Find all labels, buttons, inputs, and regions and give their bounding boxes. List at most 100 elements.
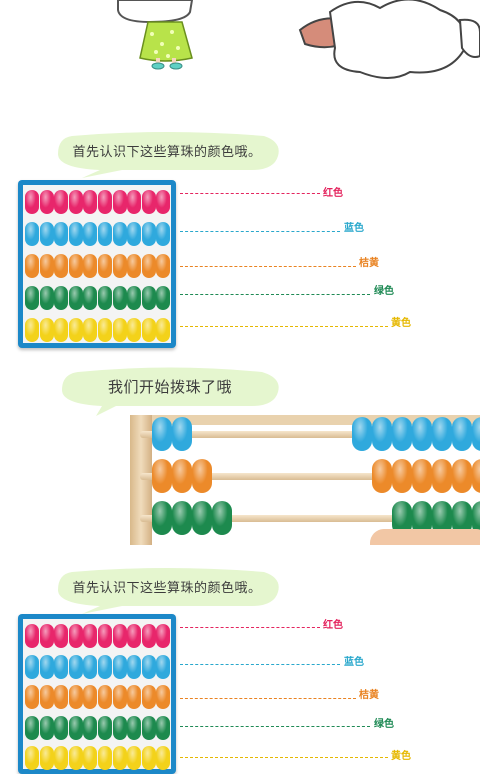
bead (127, 286, 142, 310)
bead-color-swatch (18, 180, 176, 348)
bead (98, 318, 112, 342)
bead (83, 190, 98, 214)
bead (25, 746, 39, 770)
guide-line-yellow (180, 326, 388, 327)
bead (39, 222, 54, 246)
abacus-bead (452, 417, 472, 451)
bead (25, 318, 39, 342)
bead (68, 715, 83, 740)
bead (68, 318, 83, 342)
bead (54, 190, 69, 214)
bead (156, 318, 171, 342)
bead (39, 715, 54, 740)
bead-row-green (23, 715, 171, 741)
bead-rows (23, 185, 171, 343)
bead (83, 286, 98, 310)
bead (25, 222, 39, 246)
bubble-text: 首先认识下这些算珠的颜色哦。 (72, 580, 262, 596)
bead-row-blue (23, 654, 171, 680)
bead (98, 254, 112, 278)
guide-line-blue (180, 231, 340, 232)
bead (98, 715, 112, 740)
guide-line-green (180, 726, 370, 727)
bead (25, 254, 39, 278)
bead (156, 286, 171, 310)
bead (112, 318, 127, 342)
label-green: 绿色 (374, 286, 394, 297)
bead-row-yellow (23, 317, 171, 343)
bead (127, 254, 142, 278)
bead (25, 715, 39, 740)
abacus-bead (372, 459, 392, 493)
label-blue: 蓝色 (344, 223, 364, 234)
abacus-rod (140, 473, 480, 480)
bead (156, 190, 171, 214)
bead (39, 254, 54, 278)
abacus-bead (412, 501, 432, 535)
abacus-bead (472, 459, 480, 493)
bead-rows (23, 619, 171, 770)
abacus-bead (372, 417, 392, 451)
abacus-bead (172, 501, 192, 535)
bead (127, 624, 142, 648)
guide-line-green (180, 294, 370, 295)
bead (156, 654, 171, 679)
bead-row-red (23, 189, 171, 215)
bead (98, 190, 112, 214)
bead (83, 715, 98, 740)
bead (54, 654, 69, 679)
bead (141, 715, 156, 740)
bead (127, 715, 142, 740)
bead (39, 624, 54, 648)
abacus-bead (452, 459, 472, 493)
bead (98, 685, 112, 709)
guide-line-orange (180, 266, 356, 267)
bead (156, 746, 171, 770)
bead (83, 254, 98, 278)
abacus-frame-top (130, 415, 480, 425)
bead (98, 286, 112, 310)
bead (83, 222, 98, 246)
bead (54, 685, 69, 709)
hand (370, 529, 480, 545)
abacus-bead (392, 501, 412, 535)
abacus-photo (130, 415, 480, 545)
bead-row-green (23, 285, 171, 311)
abacus-bead (392, 417, 412, 451)
bubble-text: 我们开始拨珠了哦 (107, 377, 232, 396)
bead (54, 222, 69, 246)
bead (83, 746, 98, 770)
bead (83, 685, 98, 709)
abacus-bead (432, 501, 452, 535)
bead (127, 746, 142, 770)
bead (68, 624, 83, 648)
bead (141, 286, 156, 310)
abacus-bead (172, 417, 192, 451)
abacus-bead (432, 417, 452, 451)
abacus-rod (140, 431, 480, 438)
bead (83, 654, 98, 679)
guide-line-blue (180, 664, 340, 665)
bead (127, 318, 142, 342)
speech-bubble (58, 132, 279, 178)
bead (54, 715, 69, 740)
bead-row-orange (23, 684, 171, 710)
bead (112, 685, 127, 709)
bead (83, 624, 98, 648)
bead (127, 685, 142, 709)
abacus-bead (352, 417, 372, 451)
bead (54, 318, 69, 342)
bead (156, 715, 171, 740)
label-orange: 桔黄 (359, 258, 379, 269)
bead (39, 190, 54, 214)
label-orange: 桔黄 (359, 690, 379, 701)
bead (83, 318, 98, 342)
abacus-bead (472, 501, 480, 535)
bead (112, 286, 127, 310)
bead (156, 222, 171, 246)
bead (141, 624, 156, 648)
bead (156, 624, 171, 648)
bead (141, 222, 156, 246)
label-red: 红色 (323, 620, 343, 631)
bead (68, 222, 83, 246)
